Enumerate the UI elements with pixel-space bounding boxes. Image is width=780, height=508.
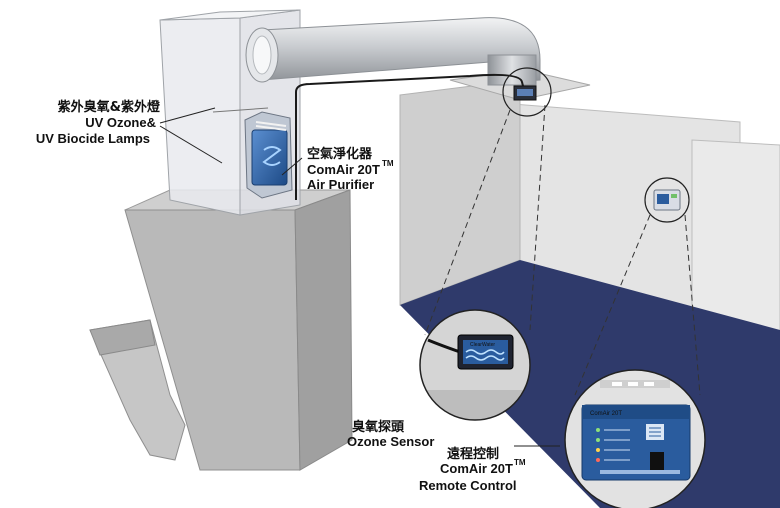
remote-label-en-2: Remote Control bbox=[419, 478, 517, 493]
labels: 紫外臭氧&紫外燈 UV Ozone& UV Biocide Lamps 空氣淨化… bbox=[36, 99, 526, 493]
callout-lines bbox=[424, 104, 701, 396]
ahu-outlet-duct bbox=[89, 319, 186, 461]
air-handler bbox=[89, 189, 353, 471]
wall-remote-callout-ring bbox=[644, 177, 690, 223]
ahu-outlet-mouth bbox=[89, 319, 156, 356]
ahu-side bbox=[294, 189, 353, 471]
remote-tm: TM bbox=[514, 458, 526, 467]
purifier-unit bbox=[244, 111, 293, 199]
sensor-zoom: ClearWater bbox=[419, 309, 531, 421]
sensor-brand: ClearWater bbox=[470, 342, 495, 348]
vduct-front bbox=[159, 17, 241, 216]
sensor-label-en: Ozone Sensor bbox=[347, 434, 434, 449]
horizontal-duct bbox=[245, 17, 541, 200]
purifier-label-zh: 空氣淨化器 bbox=[307, 146, 373, 162]
duct-drop bbox=[487, 54, 537, 86]
duct-sensor-small bbox=[502, 67, 552, 117]
vduct-top bbox=[159, 9, 301, 21]
purifier-tm: TM bbox=[382, 159, 394, 168]
sensor-label-zh: 臭氧探頭 bbox=[352, 419, 405, 435]
lamps-label-en-1: UV Ozone& bbox=[85, 115, 156, 130]
wall-remote-small bbox=[644, 177, 690, 223]
sensor-cable bbox=[295, 73, 525, 200]
duct-sensor-callout-ring bbox=[502, 67, 552, 117]
remote-label-en-1: ComAir 20T bbox=[440, 461, 513, 476]
lamps-label-zh: 紫外臭氧&紫外燈 bbox=[58, 99, 161, 115]
purifier-label-en-1: ComAir 20T bbox=[307, 162, 380, 177]
purifier-label-en-2: Air Purifier bbox=[307, 177, 374, 192]
remote-label-zh: 遠程控制 bbox=[447, 446, 499, 462]
leader-lines bbox=[159, 107, 560, 447]
lamps-label-en-2: UV Biocide Lamps bbox=[36, 131, 150, 146]
remote-brand: ComAir 20T bbox=[590, 411, 622, 417]
remote-zoom: ComAir 20T bbox=[564, 369, 706, 508]
